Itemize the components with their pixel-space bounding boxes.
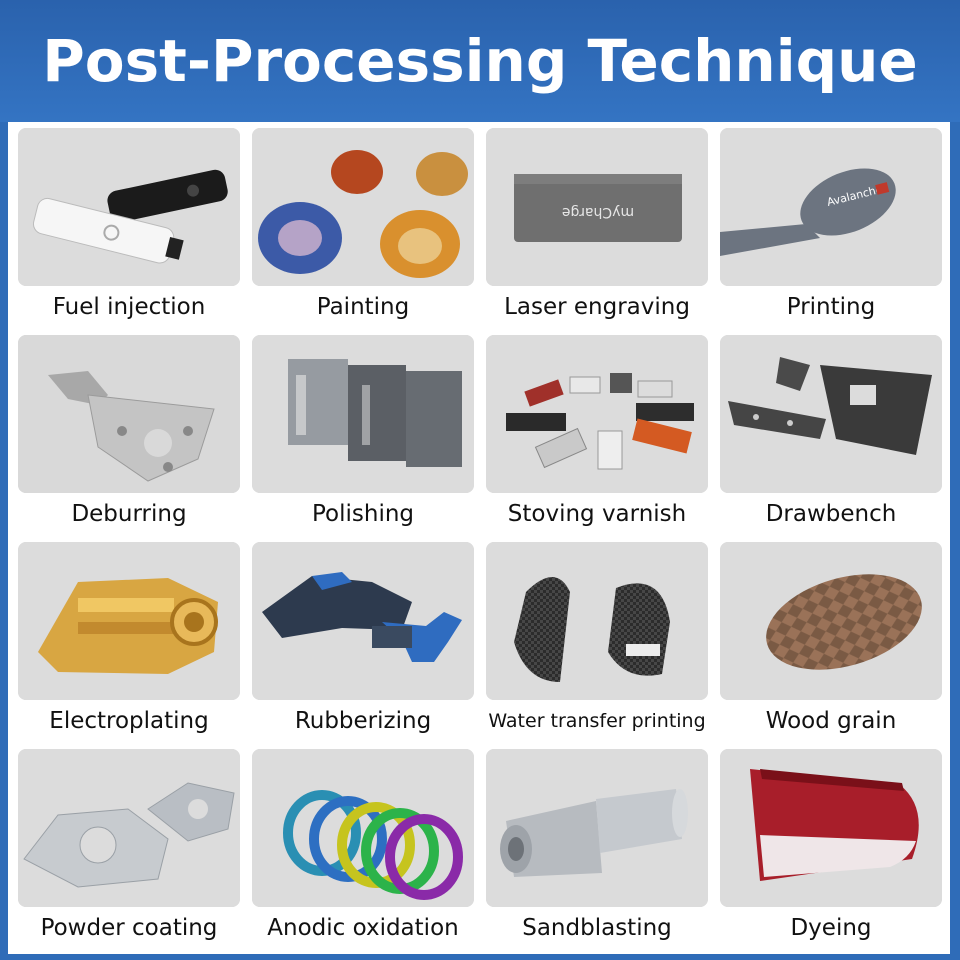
technique-card-printing: Avalanche Printing [720,128,942,333]
technique-label: Drawbench [765,501,897,527]
powder-coating-photo [18,749,240,907]
technique-label: Anodic oxidation [267,915,459,941]
technique-label: Dyeing [790,915,872,941]
technique-label: Sandblasting [522,915,672,941]
technique-label: Stoving varnish [507,501,687,527]
technique-card-powder-coating: Powder coating [18,749,240,954]
fuel-injection-photo [18,128,240,286]
technique-label: Water transfer printing [488,710,706,732]
technique-card-polishing: Polishing [252,335,474,540]
sandblasting-photo [486,749,708,907]
technique-card-wood-grain: Wood grain [720,542,942,747]
technique-card-laser-engraving: myCharge Laser engraving [486,128,708,333]
dyeing-photo [720,749,942,907]
technique-label: Polishing [311,501,415,527]
rubberizing-photo [252,542,474,700]
technique-label: Wood grain [765,708,897,734]
technique-card-drawbench: Drawbench [720,335,942,540]
drawbench-photo [720,335,942,493]
technique-label: Deburring [71,501,187,527]
technique-grid: Fuel injection Painting [18,128,942,954]
technique-card-sandblasting: Sandblasting [486,749,708,954]
technique-card-rubberizing: Rubberizing [252,542,474,747]
deburring-photo [18,335,240,493]
wood-grain-photo [720,542,942,700]
technique-card-deburring: Deburring [18,335,240,540]
water-transfer-printing-photo [486,542,708,700]
technique-card-stoving-varnish: Stoving varnish [486,335,708,540]
technique-card-electroplating: Electroplating [18,542,240,747]
stoving-varnish-photo [486,335,708,493]
anodic-oxidation-photo [252,749,474,907]
laser-engraving-photo: myCharge [486,128,708,286]
technique-label: Painting [316,294,410,320]
technique-label: Printing [786,294,876,320]
page-title: Post-Processing Technique [42,27,918,95]
technique-panel: Fuel injection Painting [8,122,950,954]
technique-card-anodic-oxidation: Anodic oxidation [252,749,474,954]
printing-photo: Avalanche [720,128,942,286]
engraved-mark: myCharge [562,204,634,220]
painting-photo [252,128,474,286]
technique-card-painting: Painting [252,128,474,333]
technique-label: Fuel injection [52,294,206,320]
technique-label: Electroplating [49,708,209,734]
technique-label: Rubberizing [294,708,432,734]
technique-label: Powder coating [40,915,218,941]
technique-card-water-transfer-printing: Water transfer printing [486,542,708,747]
polishing-photo [252,335,474,493]
technique-card-dyeing: Dyeing [720,749,942,954]
electroplating-photo [18,542,240,700]
technique-card-fuel-injection: Fuel injection [18,128,240,333]
header-banner: Post-Processing Technique [0,0,960,122]
technique-label: Laser engraving [504,294,690,320]
